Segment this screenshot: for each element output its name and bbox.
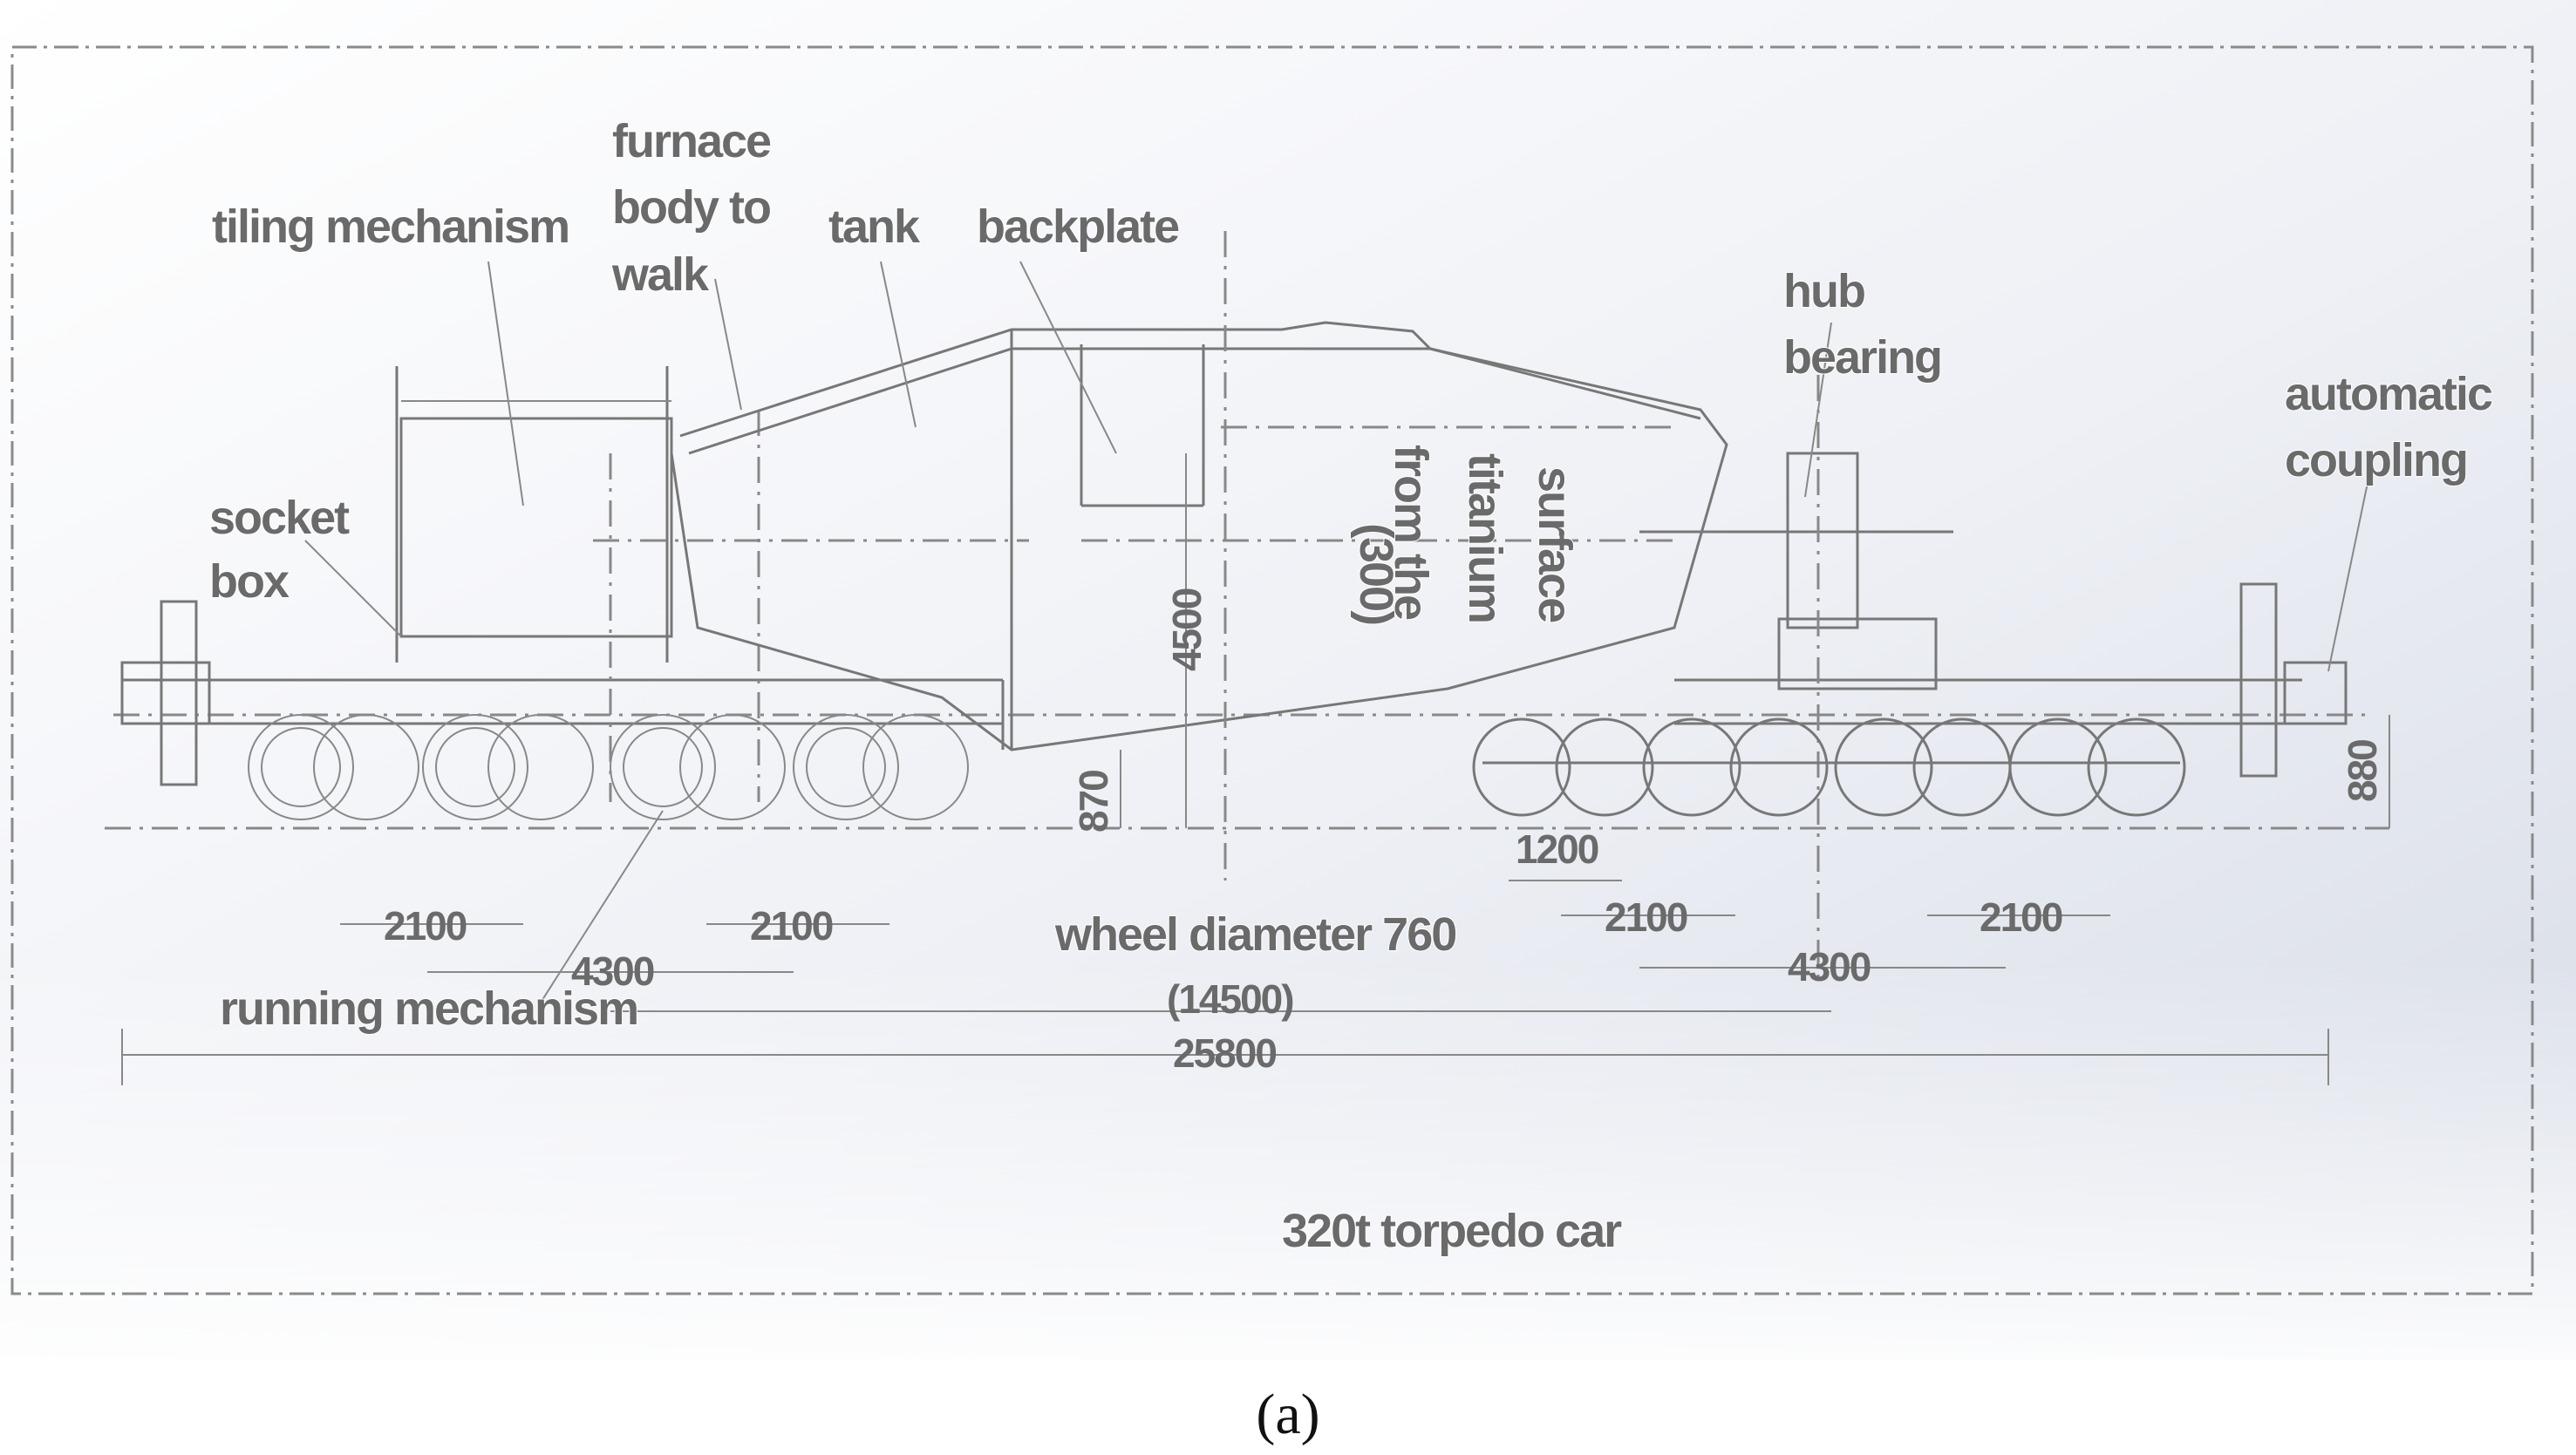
label-furnace-line1: furnace: [612, 115, 771, 167]
vertical-note-2: from the: [1385, 445, 1437, 620]
label-furnace-line2: body to: [612, 181, 770, 234]
hub-bearing-structure: [1674, 375, 2348, 985]
dim-right-4300: 4300: [1788, 944, 1871, 989]
label-coupling-line2: coupling: [2285, 434, 2467, 486]
label-tank: tank: [828, 201, 921, 253]
dim-left-2100-b: 2100: [750, 903, 833, 948]
figure-caption: (a): [1256, 1383, 1320, 1446]
leader-lines: [304, 261, 2373, 1003]
dim-left-2100-a: 2100: [384, 903, 467, 948]
label-hub-line1: hub: [1783, 265, 1864, 317]
left-frame: [120, 600, 1005, 786]
vertical-note-4: surface: [1529, 466, 1581, 622]
dim-height-880: 880: [2340, 740, 2385, 802]
drawing-border: [10, 45, 2534, 1295]
right-wheels: [1472, 717, 2186, 817]
vertical-note-3: titanium: [1459, 453, 1511, 622]
label-backplate: backplate: [977, 201, 1179, 253]
label-running-mechanism: running mechanism: [220, 982, 637, 1035]
dim-left-4300: 4300: [571, 948, 654, 994]
label-tilting-mechanism: tiling mechanism: [212, 201, 569, 253]
dim-right-2100-b: 2100: [1980, 894, 2062, 940]
dim-overall-25800: 25800: [1173, 1030, 1276, 1076]
label-hub-line2: bearing: [1783, 331, 1941, 384]
left-wheels: [248, 714, 969, 820]
tank-structure: [670, 231, 1953, 880]
dim-center-14500: (14500): [1167, 976, 1293, 1022]
vertical-note-1: (300): [1350, 523, 1402, 624]
dim-right-1200: 1200: [1516, 826, 1598, 872]
dim-right-2100-a: 2100: [1605, 894, 1687, 940]
tilting-mechanism-structure: [395, 366, 1029, 802]
drawing-title: 320t torpedo car: [1282, 1205, 1622, 1257]
label-socket-line2: box: [209, 555, 290, 608]
label-socket-line1: socket: [209, 492, 350, 544]
label-furnace-line3: walk: [611, 248, 710, 301]
dimension-lines: [121, 453, 2390, 1085]
label-coupling-line1: automatic: [2285, 368, 2492, 420]
label-wheel-diameter: wheel diameter 760: [1054, 908, 1455, 961]
torpedo-car-drawing: tiling mechanism furnace body to walk ta…: [0, 0, 2576, 1360]
dim-height-4500: 4500: [1164, 588, 1210, 671]
drawing-panel: tiling mechanism furnace body to walk ta…: [0, 0, 2576, 1360]
dim-height-870: 870: [1071, 771, 1116, 833]
